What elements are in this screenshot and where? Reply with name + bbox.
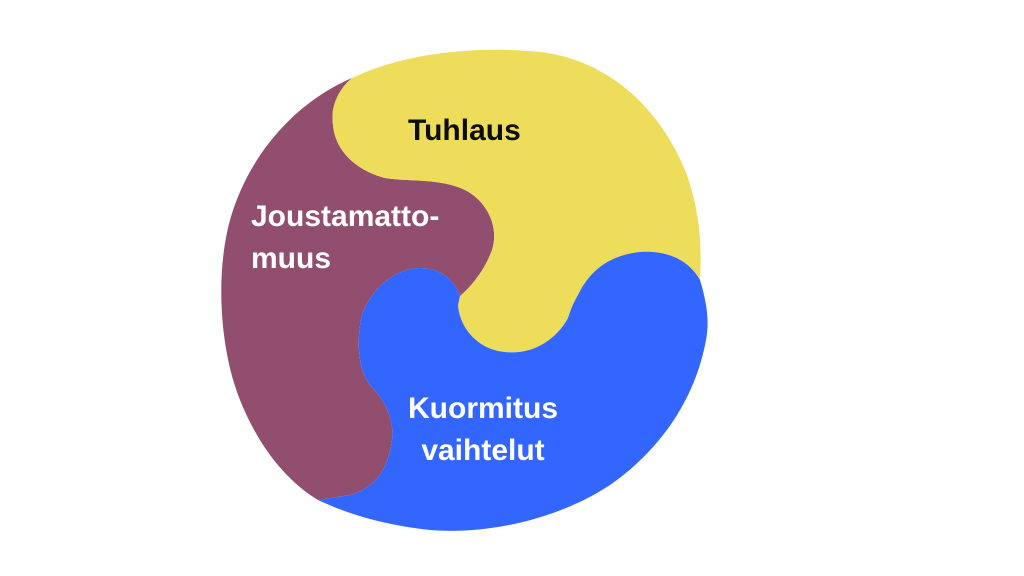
label-line: muus [251, 242, 332, 275]
label-kuormitusvaihtelut: Kuormitus vaihtelut [408, 388, 558, 472]
label-tuhlaus: Tuhlaus [408, 110, 521, 152]
label-line: Tuhlaus [408, 114, 521, 147]
label-line: Joustamatto- [251, 200, 440, 233]
segment-joustamattomuus [221, 78, 495, 500]
label-joustamattomuus: Joustamatto- muus [251, 196, 439, 280]
label-line: Kuormitus [408, 392, 558, 425]
segment-kuormitusvaihtelut [318, 251, 708, 531]
segment-tuhlaus [332, 49, 701, 353]
label-line: vaihtelut [421, 434, 545, 467]
